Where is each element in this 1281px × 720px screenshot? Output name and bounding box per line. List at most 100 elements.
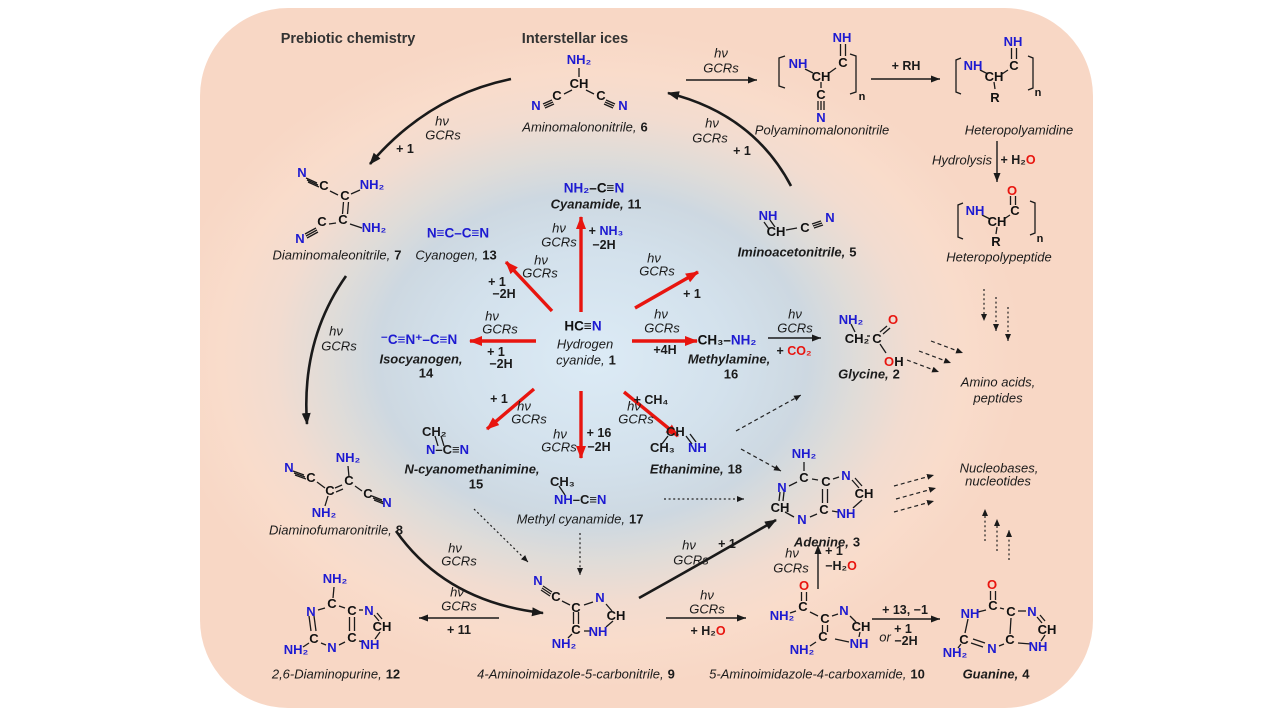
atom: NH [833, 30, 852, 45]
atom: N [841, 468, 850, 483]
atom: NH [1004, 34, 1023, 49]
m6-structure: NH₂ CH C N C N [531, 52, 627, 113]
atom: N [533, 573, 542, 588]
atom: N [284, 460, 293, 475]
subscript-n: n [1035, 87, 1042, 99]
molecule-adenine: NH₂ C N CH N C C N CH NH [768, 446, 878, 536]
cond-plus-16: + 16 [586, 426, 612, 440]
label-cyanogen: Cyanogen,13 [415, 247, 497, 263]
label-methylamine: Methylamine, [687, 351, 771, 367]
section-interstellar-ices: Interstellar ices [521, 31, 629, 47]
atom: C [821, 474, 831, 489]
dashed-3-to-nucleobases-1 [893, 473, 935, 487]
atom: N [618, 98, 627, 113]
atom: C [306, 470, 316, 485]
atom: N [839, 603, 848, 618]
molecule-glycine: NH₂ CH₂ C O O H [830, 306, 915, 383]
rx-hv: hν [553, 426, 567, 442]
atom: NH [688, 440, 707, 455]
label-hydrolysis: Hydrolysis [932, 152, 992, 168]
label-diaminomaleonitrile: Diaminomaleonitrile,7 [272, 247, 402, 263]
dashed-3-to-nucleobases-2 [895, 486, 937, 500]
atom: NH₂ [839, 312, 864, 327]
atom: NH [966, 203, 985, 218]
atom: C [820, 611, 830, 626]
label-heteropolyamidine: Heteropolyamidine [964, 122, 1074, 138]
label-n-cyanomethanimine-num: 15 [468, 476, 484, 492]
cond-plus-h2o: + H₂O [690, 624, 726, 638]
formula-cyanamide: NH₂–C≡N [563, 180, 625, 196]
term-nucleobases: Nucleobases, [959, 460, 1039, 476]
atom: NH [1029, 639, 1048, 654]
atom: R [991, 234, 1001, 249]
atom: C [363, 486, 373, 501]
atom: NH₂ [552, 636, 577, 651]
atom: O [987, 577, 997, 592]
rx-gcrs: GCRs [639, 263, 675, 279]
cond-plus-ch4: + CH₄ [633, 393, 669, 407]
atom: C [319, 178, 329, 193]
atom: NH₂ [943, 645, 968, 660]
dashed-18-to-3 [740, 448, 782, 472]
label-aminomalononitrile: Aminomalononitrile,6 [522, 119, 648, 135]
arrow-1-to-13 [504, 260, 554, 313]
molecule-aminoimidazole-carboxamide: O C NH₂ C N CH NH C NH₂ [758, 576, 908, 666]
rx-gcrs: GCRs [441, 598, 477, 614]
atom: N [595, 590, 604, 605]
rx-hv: hν [647, 250, 661, 266]
label-ethanimine: Ethanimine,18 [649, 461, 743, 477]
rx-hv: hν [714, 45, 728, 61]
label-n-cyanomethanimine: N-cyanomethanimine, [404, 461, 540, 477]
atom: NH [361, 637, 380, 652]
cond-plus-13-minus-1: + 13, −1 [882, 603, 928, 617]
molecule-heteropolypeptide: O C NH CH R n [946, 178, 1056, 268]
atom: C [816, 87, 826, 102]
rx-hv: hν [534, 252, 548, 268]
atom: NH₂ [360, 177, 385, 192]
m7-structure: N C C NH₂ C NH₂ C N [295, 165, 386, 246]
label-methyl-cyanamide: Methyl cyanamide,17 [516, 511, 644, 527]
dashed-15-to-9 [473, 508, 529, 563]
atom: C [338, 212, 348, 227]
rx-hv: hν [700, 587, 714, 603]
cond-plus-1: + 1 [894, 622, 912, 636]
cond-plus-rh: + RH [891, 59, 921, 73]
atom: C [327, 596, 337, 611]
atom: NH₂ [336, 450, 361, 465]
cond-minus-h2o: −H₂O [825, 559, 857, 573]
arc-9-to-3 [638, 518, 777, 600]
label-heteropolypeptide: Heteropolypeptide [946, 249, 1052, 265]
atom: NH [789, 56, 808, 71]
rx-gcrs: GCRs [692, 130, 728, 146]
cond-plus-co2: + CO₂ [776, 344, 812, 358]
atom: C [800, 220, 810, 235]
rx-gcrs: GCRs [618, 411, 654, 427]
rx-gcrs: GCRs [321, 338, 357, 354]
arrow-1-to-5 [634, 270, 699, 310]
atom: H [894, 354, 903, 369]
atom: NH [850, 636, 869, 651]
cond-minus-2h: −2H [592, 238, 616, 252]
atom: N [306, 604, 315, 619]
atom: C [1009, 58, 1019, 73]
atom: C [819, 502, 829, 517]
rx-hv: hν [517, 398, 531, 414]
m4-structure: O C NH C NH₂ N C C N CH NH [943, 577, 1057, 660]
atom: CH [607, 608, 626, 623]
label-hydrogen-cyanide-2: cyanide,1 [556, 352, 616, 368]
label-adenine: Adenine,3 [793, 534, 861, 550]
rx-hv: hν [705, 115, 719, 131]
atom: C [818, 629, 828, 644]
rx-gcrs: GCRs [482, 321, 518, 337]
rx-hv: hν [654, 306, 668, 322]
dashed-2-to-amino-3 [906, 359, 940, 373]
atom: CH₃ [650, 440, 675, 455]
molecule-n-cyanomethanimine: CH₂ N–C≡N [418, 424, 530, 460]
cond-plus-h2o: + H₂O [1000, 153, 1036, 167]
atom: CH [1038, 622, 1057, 637]
label-diaminopurine: 2,6-Diaminopurine,12 [271, 666, 401, 682]
atom: CH [852, 619, 871, 634]
molecule-aminoimidazole-carbonitrile: N C C N CH NH C NH₂ [526, 570, 636, 660]
molecule-polyaminomalononitrile: NH C NH CH C N n [772, 26, 872, 131]
atom: O [799, 578, 809, 593]
